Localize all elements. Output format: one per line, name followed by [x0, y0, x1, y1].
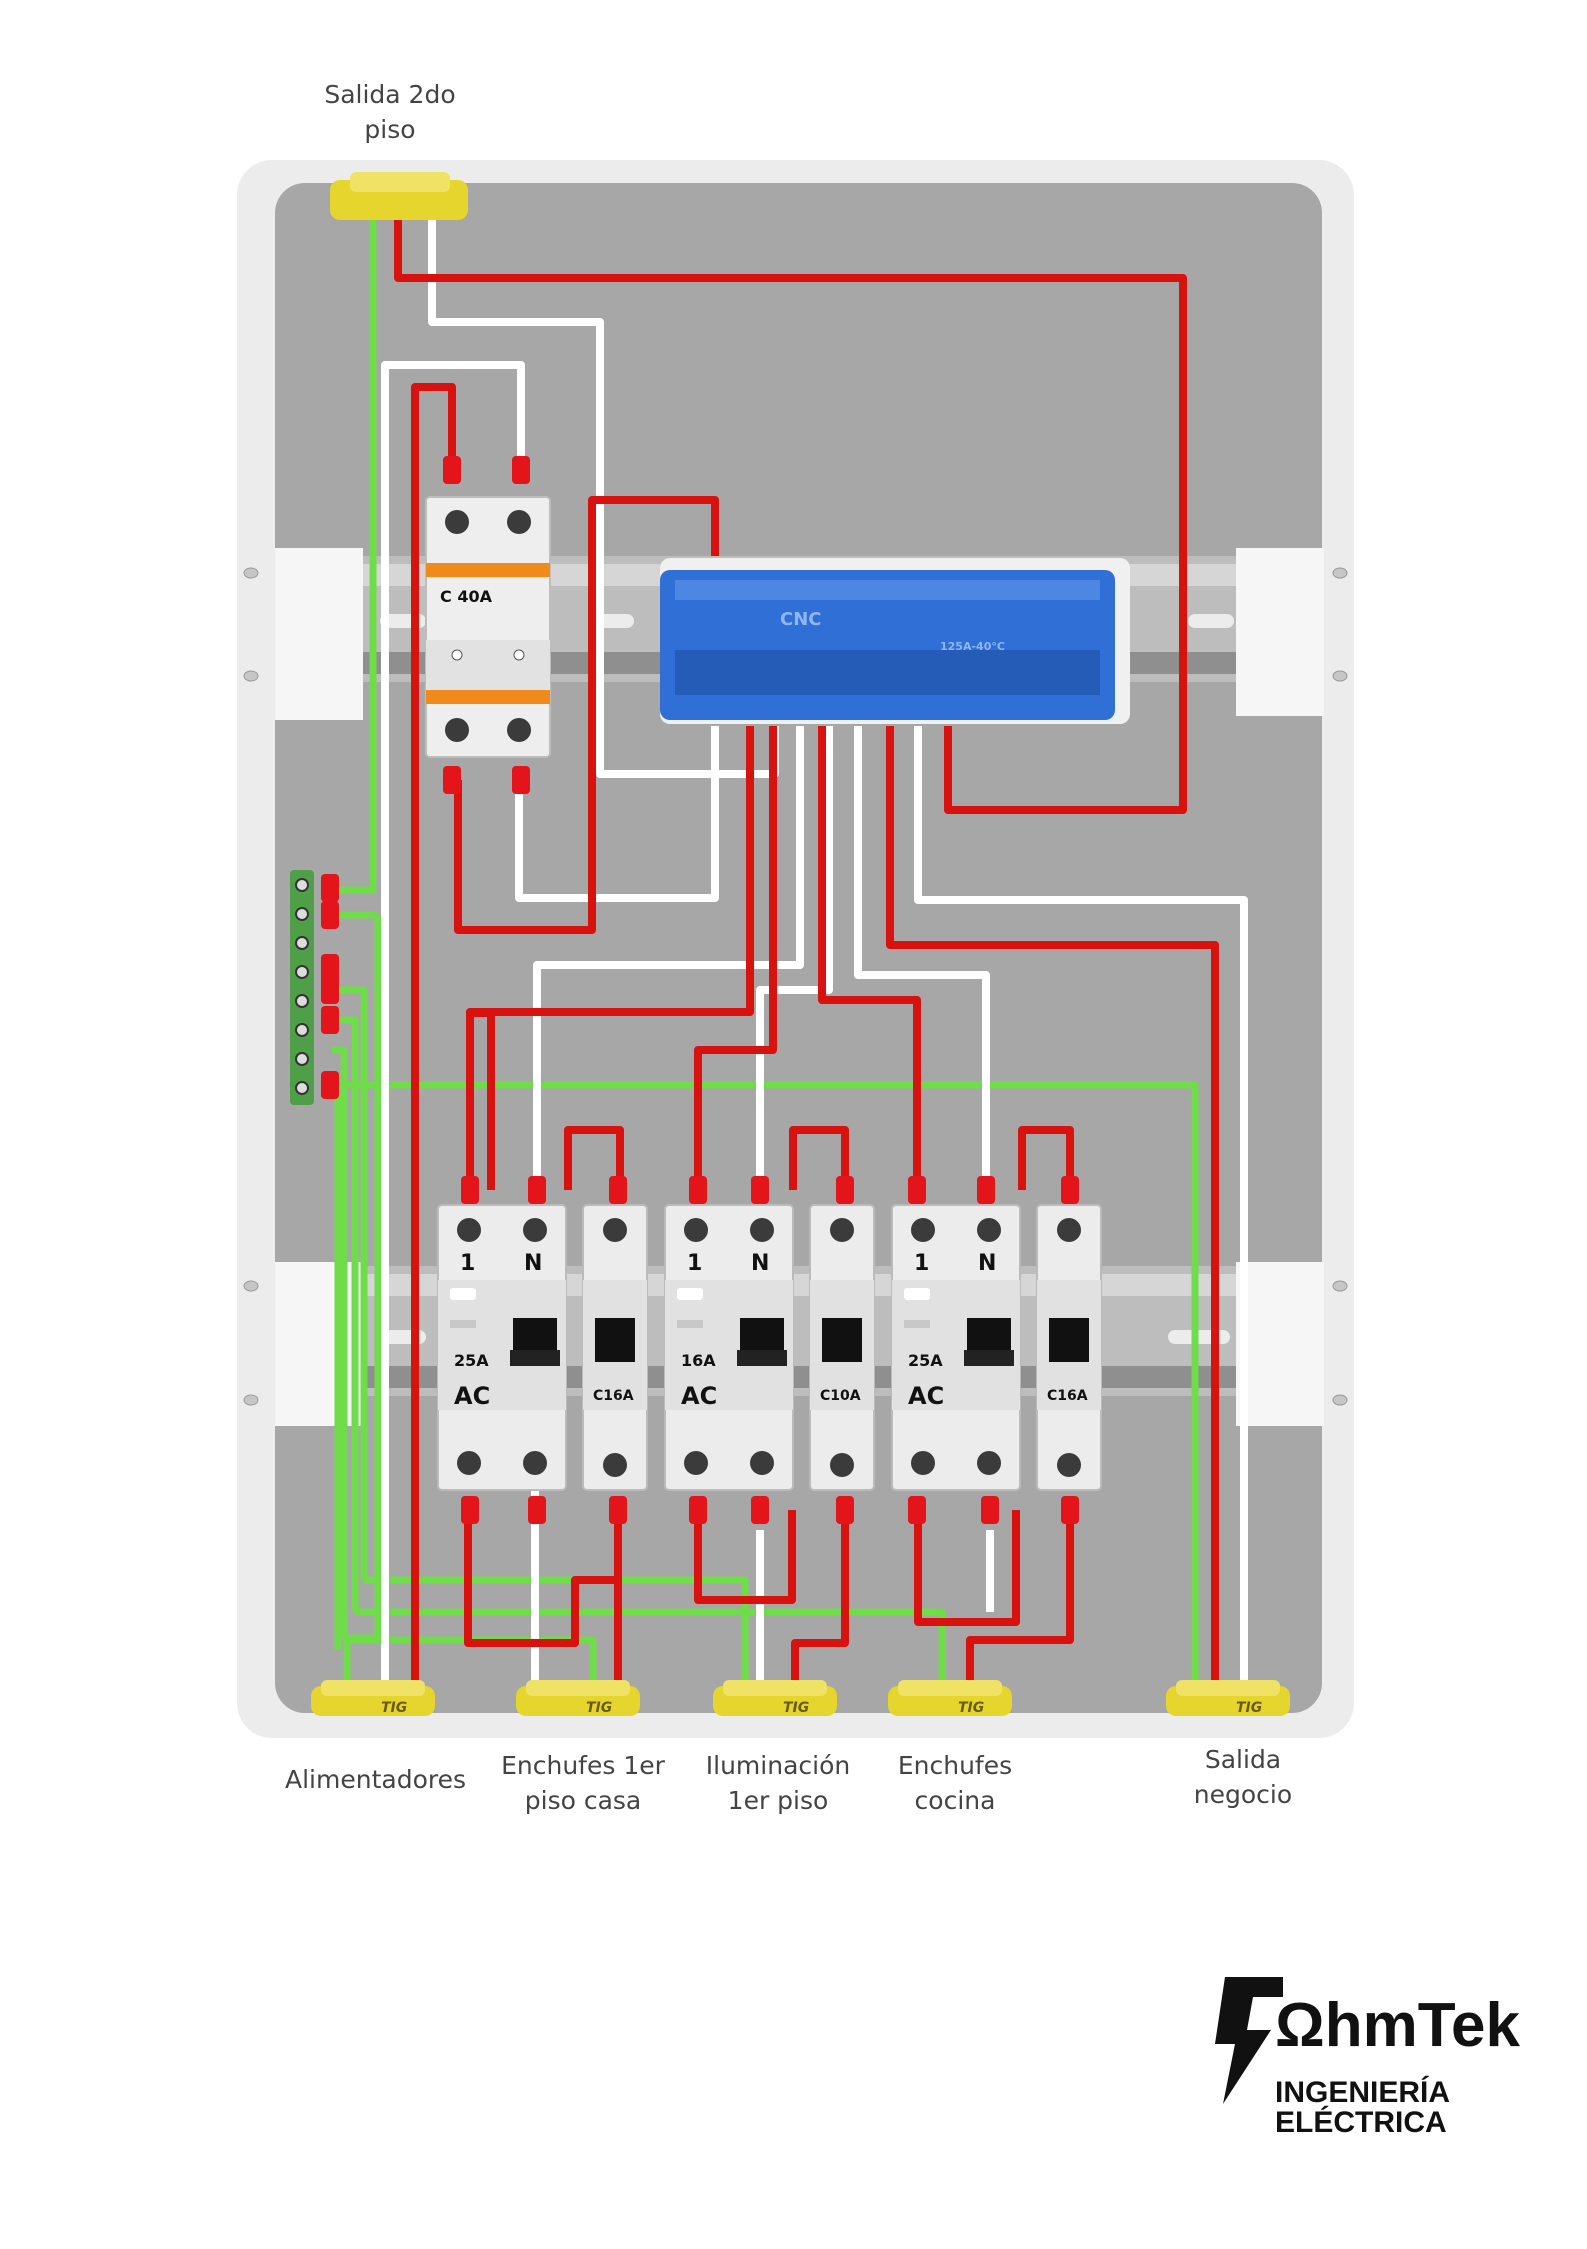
- ferrule: [321, 874, 339, 902]
- ferrule: [1061, 1496, 1079, 1524]
- neutral-wires: [381, 220, 1248, 1688]
- rcd-pole-1-label: 1: [914, 1251, 929, 1276]
- ferrule: [609, 1176, 627, 1204]
- ferrule: [528, 1496, 546, 1524]
- ferrule: [981, 1496, 999, 1524]
- gland-text: TIG: [586, 1700, 612, 1716]
- cable-gland-2: TIG: [516, 1680, 640, 1716]
- mcb-rating: C16A: [593, 1388, 634, 1404]
- cable-gland-1: TIG: [311, 1680, 435, 1716]
- label-outlets-kitchen: Enchufes cocina: [897, 1751, 1013, 1815]
- gland-text: TIG: [381, 1700, 407, 1716]
- rcd-type: AC: [908, 1382, 944, 1410]
- mcb-1[interactable]: C16A: [582, 1204, 648, 1491]
- ferrule: [751, 1496, 769, 1524]
- block-rating: 125A-40°C: [940, 640, 1005, 653]
- cable-gland-4: TIG: [888, 1680, 1012, 1716]
- ferrule: [321, 1006, 339, 1034]
- gland-text: TIG: [1236, 1700, 1262, 1716]
- label-lighting: Iluminación 1er piso: [705, 1751, 851, 1815]
- ferrule: [461, 1176, 479, 1204]
- earth-bar: [290, 870, 314, 1105]
- left-rail-clip-bottom: [275, 1262, 363, 1426]
- wire-ferrules: [321, 456, 1079, 1524]
- ferrule: [443, 766, 461, 794]
- logo-name: ΩhmTek: [1275, 1991, 1520, 2060]
- logo-line2: ELÉCTRICA: [1275, 2106, 1447, 2139]
- ferrule: [609, 1496, 627, 1524]
- phase-wires: [394, 210, 1219, 1686]
- rcd-type: AC: [681, 1382, 717, 1410]
- ferrule: [443, 456, 461, 484]
- ferrule: [321, 976, 339, 1004]
- main-breaker-rating: C 40A: [440, 587, 493, 606]
- rcd-rating: 25A: [908, 1351, 943, 1370]
- block-brand: CNC: [780, 609, 821, 630]
- mcb-rating: C16A: [1047, 1388, 1088, 1404]
- gland-text: TIG: [958, 1700, 984, 1716]
- cable-gland-5: TIG: [1166, 1680, 1290, 1716]
- rcd-2[interactable]: 1 N 16A AC: [664, 1204, 794, 1491]
- ferrule: [836, 1496, 854, 1524]
- label-outlets-house: Enchufes 1er piso casa: [501, 1751, 665, 1815]
- right-rail-clip-bottom: [1236, 1262, 1324, 1426]
- frame-screws: [243, 567, 1348, 1406]
- gland-top: [330, 172, 468, 220]
- main-breaker[interactable]: C 40A: [425, 496, 551, 758]
- ferrule: [977, 1176, 995, 1204]
- left-rail-clip-top: [275, 548, 363, 720]
- ferrule: [689, 1496, 707, 1524]
- mcb-3[interactable]: C16A: [1036, 1204, 1102, 1491]
- rcd-pole-1-label: 1: [460, 1251, 475, 1276]
- bolt-icon: [1215, 1977, 1283, 2104]
- ferrule: [321, 954, 339, 982]
- right-rail-clip-top: [1236, 548, 1324, 716]
- ferrule: [321, 901, 339, 929]
- ferrule: [512, 766, 530, 794]
- rcd-pole-n-label: N: [524, 1251, 542, 1276]
- cable-gland-3: TIG: [713, 1680, 837, 1716]
- gland-text: TIG: [783, 1700, 809, 1716]
- ferrule: [908, 1176, 926, 1204]
- mcb-rating: C10A: [820, 1388, 861, 1404]
- ferrule: [528, 1176, 546, 1204]
- label-feeders: Alimentadores: [285, 1765, 466, 1794]
- rcd-1[interactable]: 1 N 25A AC: [437, 1204, 567, 1491]
- bottom-devices: 1 N 25A AC 1 N 16A AC 1 N 25A AC C16A C10A C16A: [437, 1204, 1102, 1491]
- ferrule: [1061, 1176, 1079, 1204]
- ferrule: [836, 1176, 854, 1204]
- mcb-2[interactable]: C10A: [809, 1204, 875, 1491]
- bottom-glands: TIG TIG TIG TIG TIG: [311, 1680, 1290, 1716]
- ferrule: [689, 1176, 707, 1204]
- distribution-block: CNC 125A-40°C: [660, 558, 1130, 724]
- label-top-output: Salida 2do piso: [324, 80, 456, 144]
- ferrule: [321, 1071, 339, 1099]
- rcd-pole-n-label: N: [751, 1251, 769, 1276]
- label-business-output: Salida negocio: [1193, 1745, 1293, 1809]
- rcd-rating: 16A: [681, 1351, 716, 1370]
- rcd-type: AC: [454, 1382, 490, 1410]
- rcd-3[interactable]: 1 N 25A AC: [891, 1204, 1021, 1491]
- ferrule: [908, 1496, 926, 1524]
- rcd-pole-n-label: N: [978, 1251, 996, 1276]
- ferrule: [512, 456, 530, 484]
- ferrule: [461, 1496, 479, 1524]
- ferrule: [751, 1176, 769, 1204]
- rcd-pole-1-label: 1: [687, 1251, 702, 1276]
- rcd-rating: 25A: [454, 1351, 489, 1370]
- logo-line1: INGENIERÍA: [1275, 2076, 1451, 2109]
